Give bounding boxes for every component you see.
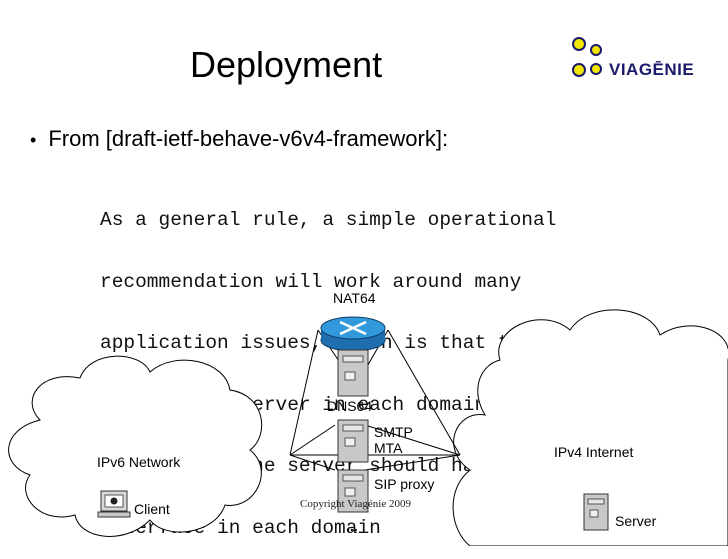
bullet-item: • From [draft-ietf-behave-v6v4-framework]… bbox=[30, 126, 448, 152]
smtp-server-icon bbox=[337, 419, 369, 463]
sip-proxy-label: SIP proxy bbox=[374, 476, 435, 492]
ipv4-server-icon bbox=[583, 493, 609, 531]
ipv6-network-label: IPv6 Network bbox=[97, 454, 181, 470]
sip-server-icon bbox=[337, 469, 369, 513]
slide-title: Deployment bbox=[190, 44, 383, 85]
quote-line: recommendation will work around many bbox=[100, 270, 522, 293]
bullet-text: From [draft-ietf-behave-v6v4-framework]: bbox=[48, 126, 449, 151]
client-label: Client bbox=[134, 501, 170, 517]
ipv4-cloud bbox=[452, 309, 728, 546]
logo-dots-icon bbox=[572, 37, 602, 77]
ipv6-cloud bbox=[8, 355, 263, 537]
dns64-server-icon bbox=[337, 349, 369, 397]
smtp-label-line1: SMTP bbox=[374, 424, 413, 440]
logo-text: VIAGĒNIE bbox=[609, 60, 695, 79]
copyright-text: Copyright Viagénie 2009 bbox=[300, 498, 411, 510]
nat64-label: NAT64 bbox=[333, 290, 376, 306]
network-diagram bbox=[8, 309, 728, 546]
quote-line: As a general rule, a simple operational bbox=[100, 209, 557, 231]
more-servers-label: ... bbox=[346, 518, 358, 534]
viagenie-logo: VIAGĒNIE bbox=[565, 34, 705, 84]
client-computer-icon bbox=[97, 490, 131, 518]
router-icon bbox=[320, 316, 386, 352]
bullet-marker: • bbox=[30, 130, 37, 150]
dns64-label: DNS64 bbox=[327, 398, 373, 414]
smtp-label-line2: MTA bbox=[374, 440, 403, 456]
server-label: Server bbox=[615, 513, 657, 529]
ipv4-internet-label: IPv4 Internet bbox=[554, 444, 634, 460]
